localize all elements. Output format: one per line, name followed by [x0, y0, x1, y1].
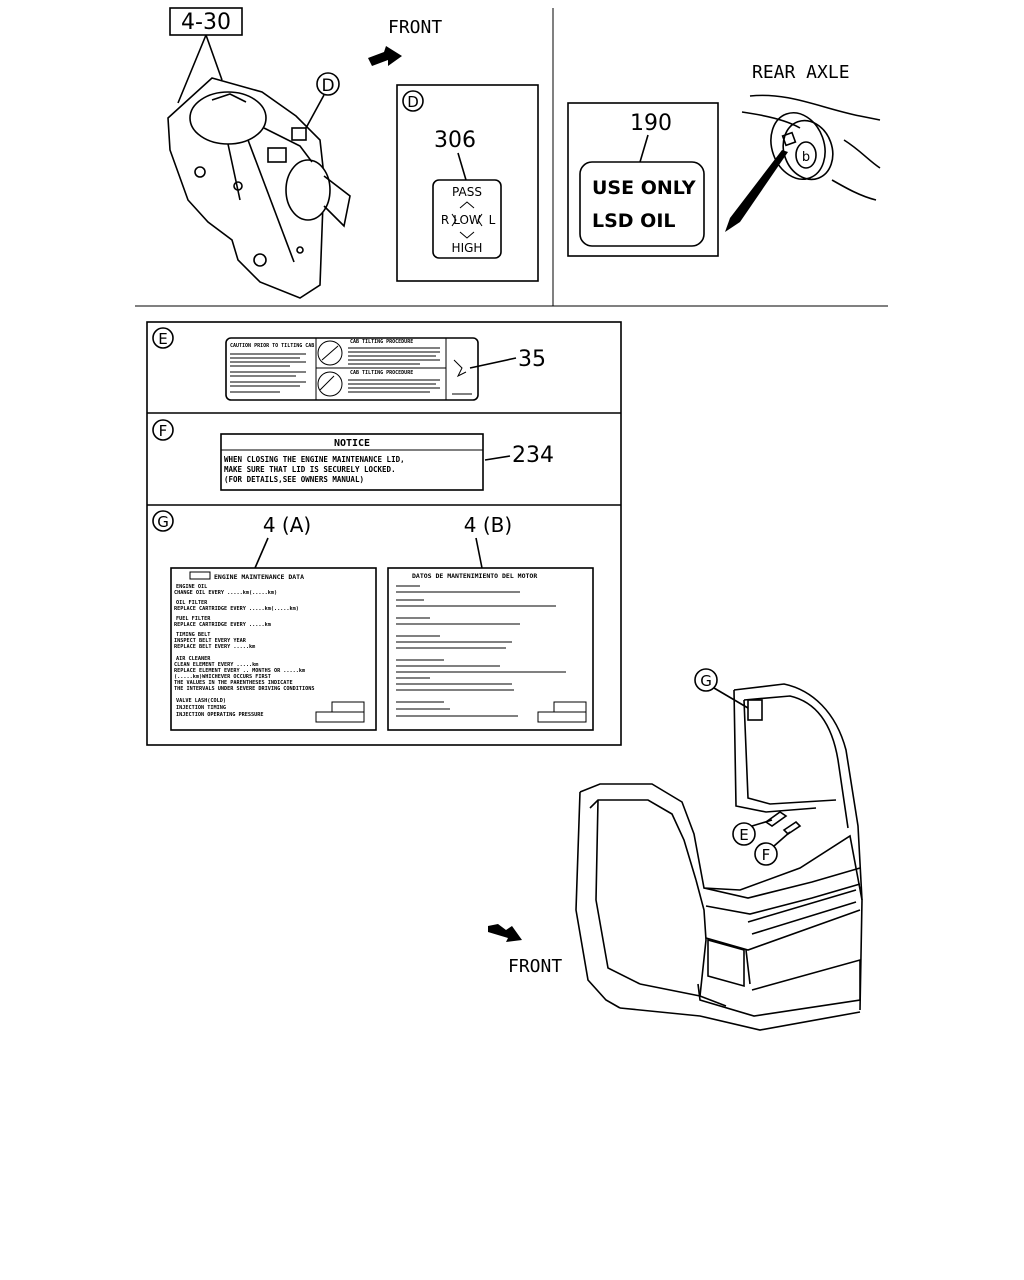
label-306-box: D 306 PASS R LOW L HIGH	[396, 84, 539, 282]
cab-drawing: G E F	[575, 668, 863, 1031]
axle-drain-plug: b	[802, 150, 810, 165]
decal-4a-line-15: VALVE LASH(COLD)	[176, 698, 226, 704]
decal-4a-line-0: ENGINE OIL	[176, 584, 207, 590]
decal-4a-line-13: THE VALUES IN THE PARENTHESES INDICATE	[174, 680, 293, 686]
notice-title: NOTICE	[334, 438, 370, 449]
decal-4a-line-11: REPLACE ELEMENT EVERY .. MONTHS OR .....…	[174, 668, 305, 674]
callout-e-cab: E	[739, 826, 748, 844]
callout-e: E	[158, 330, 167, 348]
decal-4a-line-12: (.....km)WHICHEVER OCCURS FIRST	[174, 674, 271, 680]
decal-4a-title: ENGINE MAINTENANCE DATA	[214, 573, 304, 581]
section-e: E CAUTION PRIOR TO TILTING CAB CAB TILTI…	[152, 327, 546, 401]
part-190: 190	[630, 111, 672, 136]
labels-panel	[146, 321, 622, 746]
decal-35-right-title-2: CAB TILTING PROCEDURE	[350, 370, 413, 376]
decal-4a-line-8: REPLACE BELT EVERY .....km	[174, 644, 255, 650]
decal-4a-line-9: AIR CLEANER	[176, 656, 211, 662]
decal-lsd-oil: LSD OIL	[592, 210, 676, 232]
label-190-box: 190 USE ONLY LSD OIL	[567, 102, 719, 257]
rear-axle-label: REAR AXLE	[752, 62, 850, 83]
part-234: 234	[512, 443, 554, 468]
decal-4a-line-2: OIL FILTER	[176, 600, 208, 606]
column-switch-drawing: 4-30 D	[167, 7, 351, 299]
decal-4a-line-5: REPLACE CARTRIDGE EVERY .....km	[174, 622, 271, 628]
callout-d-box: D	[407, 93, 419, 111]
decal-35-right-title-1: CAB TILTING PROCEDURE	[350, 339, 413, 345]
decal-4a-line-17: INJECTION OPERATING PRESSURE	[176, 712, 263, 718]
callout-g-cab: G	[700, 672, 712, 690]
decal-4a-line-16: INJECTION TIMING	[176, 705, 226, 711]
front-arrow-top: FRONT	[368, 17, 442, 66]
shift-decal-306	[432, 179, 502, 259]
notice-line-2: MAKE SURE THAT LID IS SECURELY LOCKED.	[224, 465, 396, 474]
rear-axle-drawing: REAR AXLE b	[725, 62, 881, 232]
callout-g: G	[157, 513, 169, 531]
section-g: G 4 (A) ENGINE MAINTENANCE DATA ENGINE O…	[152, 510, 594, 731]
front-label-bottom: FRONT	[508, 956, 562, 977]
callout-d-switch: D	[321, 76, 334, 96]
part-4b: 4 (B)	[464, 513, 512, 537]
decal-4a-line-1: CHANGE OIL EVERY .....km(.....km)	[174, 590, 277, 596]
decal-4a-line-10: CLEAN ELEMENT EVERY .....km	[174, 662, 258, 668]
decal-r: R	[441, 213, 449, 227]
decal-l: L	[489, 213, 496, 227]
callout-f-cab: F	[762, 846, 771, 864]
decal-pass: PASS	[452, 185, 482, 199]
section-f: F NOTICE WHEN CLOSING THE ENGINE MAINTEN…	[152, 419, 554, 491]
front-arrow-bottom: FRONT	[488, 924, 562, 977]
part-306: 306	[434, 128, 476, 153]
part-35: 35	[518, 347, 546, 372]
decal-low: LOW	[453, 213, 481, 227]
engine-maintenance-decal-en	[170, 567, 377, 731]
callout-f: F	[159, 422, 168, 440]
front-label-top: FRONT	[388, 17, 442, 38]
notice-line-3: (FOR DETAILS,SEE OWNERS MANUAL)	[224, 475, 364, 484]
decal-35-left-title: CAUTION PRIOR TO TILTING CAB	[230, 343, 314, 349]
lsd-oil-decal	[579, 161, 705, 247]
notice-decal	[220, 433, 484, 491]
decal-4a-line-4: FUEL FILTER	[176, 616, 211, 622]
part-4a: 4 (A)	[263, 513, 311, 537]
notice-line-1: WHEN CLOSING THE ENGINE MAINTENANCE LID,	[224, 455, 405, 464]
decal-4a-line-6: TIMING BELT	[176, 632, 210, 638]
decal-4a-line-14: THE INTERVALS UNDER SEVERE DRIVING CONDI…	[174, 686, 315, 692]
decal-4b-title: DATOS DE MANTENIMIENTO DEL MOTOR	[412, 572, 537, 580]
decal-high: HIGH	[452, 241, 483, 255]
decal-4a-line-3: REPLACE CARTRIDGE EVERY .....km(.....km)	[174, 606, 299, 612]
decal-use-only: USE ONLY	[592, 177, 696, 199]
ref-4-30-text: 4-30	[181, 10, 231, 35]
engine-maintenance-decal-es	[387, 567, 594, 731]
cab-tilt-decal	[225, 337, 479, 401]
decal-4a-line-7: INSPECT BELT EVERY YEAR	[174, 638, 247, 644]
